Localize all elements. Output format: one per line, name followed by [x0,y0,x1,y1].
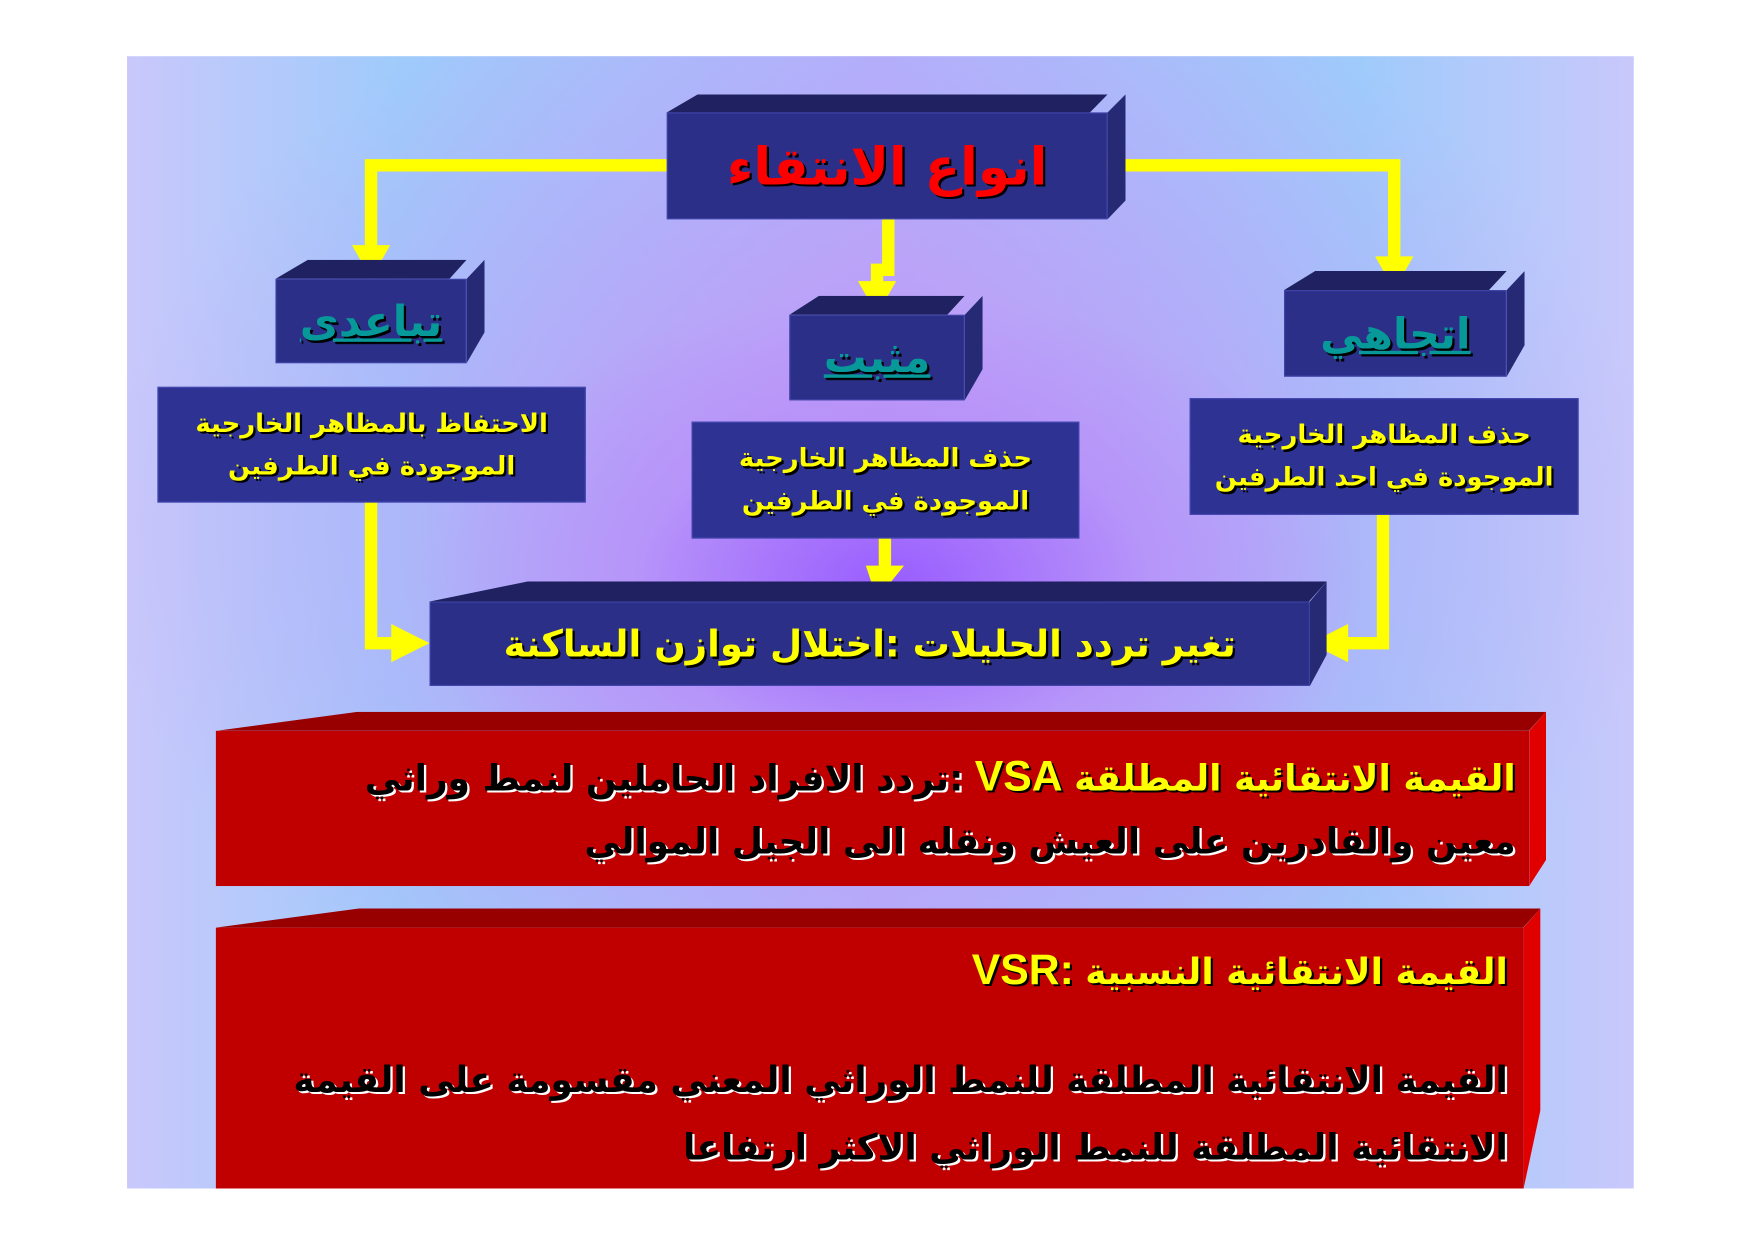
arrow-left-to-result [364,500,396,650]
type-description-directional: حذف المظاهر الخارجية الموجودة في احد الطر… [1189,398,1579,515]
type-box-stabilizing: مثبت [789,295,983,401]
vsr-abbr: VSR: [971,946,1074,994]
arrow-right-to-result [1343,512,1390,650]
vsa-definition-line2: معين والقادرين على العيش ونقله الى الجيل… [584,819,1516,862]
vsa-term: القيمة الانتقائية المطلقة [1074,756,1516,799]
arrowhead-result-right [1309,624,1349,663]
description-line: حذف المظاهر الخارجية [738,444,1033,474]
description-line: الموجودة في الطرفين [741,486,1030,517]
result-text: تغير تردد الحليلات :اختلال توازن الساكنة [503,621,1236,666]
title-box: انواع الانتقاء [666,94,1126,220]
description-line: الاحتفاظ بالمظاهر الخارجية [195,408,548,438]
vsa-definition-line1: :تردد الافراد الحاملين لنمط وراثي [364,756,964,799]
arrow-title-to-middle [870,219,895,286]
vsr-definition-box: القيمة الانتقائية النسبية VSR: القيمة ال… [215,908,1541,1189]
vsr-definition-line2: الانتقائية المطلقة للنمط الوراثي الاكثر … [682,1125,1508,1169]
arrow-title-to-left [364,159,671,250]
arrowhead-result-left [391,624,430,663]
type-box-divergent: تباعدى [275,259,485,364]
vsa-definition-box: القيمة الانتقائية المطلقة VSA :تردد الاف… [215,711,1547,887]
type-box-directional: اتجاهي [1284,270,1525,377]
arrow-title-to-right [1107,159,1401,261]
type-description-divergent: الاحتفاظ بالمظاهر الخارجية الموجودة في ال… [157,386,586,503]
description-line: حذف المظاهر الخارجية [1237,420,1531,450]
type-label: مثبت [823,332,931,383]
title-text: انواع الانتقاء [726,135,1048,197]
vsa-abbr: VSA [974,752,1063,801]
vsr-definition-line1: القيمة الانتقائية المطلقة للنمط الوراثي … [293,1058,1508,1101]
vsr-term: القيمة الانتقائية النسبية [1085,950,1508,993]
type-description-stabilizing: حذف المظاهر الخارجية الموجودة في الطرفين [691,421,1080,539]
description-line: الموجودة في احد الطرفين [1214,463,1554,493]
type-label: اتجاهي [1320,308,1471,359]
result-box: تغير تردد الحليلات :اختلال توازن الساكنة [429,581,1327,686]
description-line: الموجودة في الطرفين [227,451,516,481]
type-label: تباعدى [299,296,443,346]
